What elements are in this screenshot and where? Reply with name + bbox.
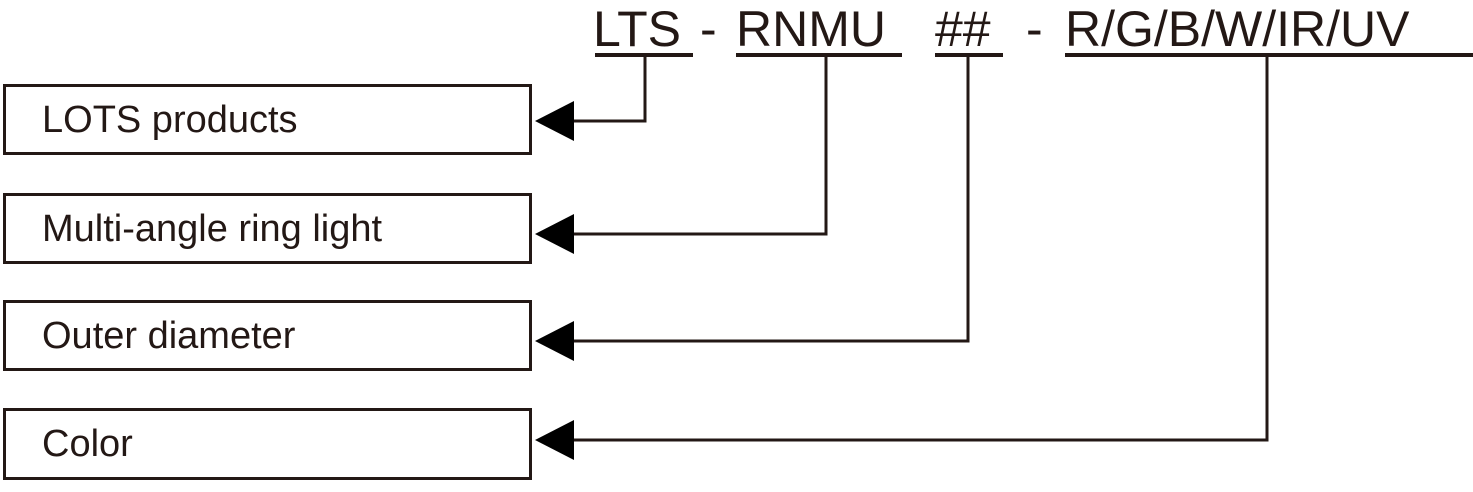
connector-line-2 <box>572 55 828 236</box>
code-segment-color: R/G/B/W/IR/UV <box>1065 1 1410 57</box>
arrowhead-icon-4 <box>535 420 574 460</box>
arrowhead-icon-3 <box>535 321 574 361</box>
connector-line-1 <box>572 55 647 123</box>
arrowhead-icon-1 <box>535 101 574 141</box>
connector-line-4 <box>572 55 1269 442</box>
code-separator-2: - <box>1026 1 1043 57</box>
label-box-color: Color <box>3 408 532 480</box>
label-text-outer-diameter: Outer diameter <box>42 314 296 357</box>
code-segment-series: RNMU <box>736 1 886 57</box>
label-box-outer-diameter: Outer diameter <box>3 300 532 371</box>
code-segment-prefix: LTS <box>593 1 681 57</box>
part-number-code-line: LTS - RNMU ## - R/G/B/W/IR/UV <box>0 0 1473 62</box>
label-text-color: Color <box>42 423 133 465</box>
label-box-multi-angle-ring-light: Multi-angle ring light <box>3 193 532 264</box>
arrowhead-icon-2 <box>535 214 574 254</box>
code-segment-diameter: ## <box>935 1 991 57</box>
label-box-lots-products: LOTS products <box>3 84 532 155</box>
connector-line-3 <box>572 55 970 343</box>
label-text-multi-angle-ring-light: Multi-angle ring light <box>42 207 383 250</box>
code-separator-1: - <box>700 1 717 57</box>
label-text-lots-products: LOTS products <box>42 98 298 141</box>
